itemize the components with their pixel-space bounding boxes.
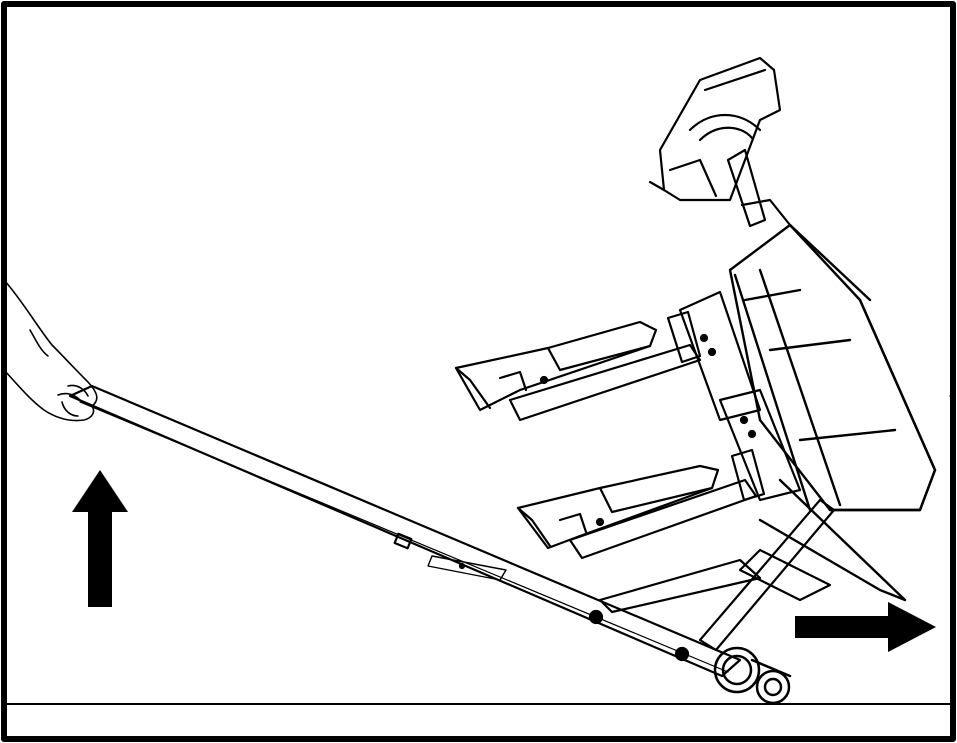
machine-frame — [728, 223, 937, 602]
pedal-lower — [516, 388, 802, 560]
lift-arrow-icon — [72, 470, 128, 607]
edge-mark — [949, 391, 955, 397]
move-arrow-icon — [795, 602, 936, 652]
console — [648, 56, 782, 202]
bolt — [588, 609, 604, 625]
console-stem — [726, 148, 792, 228]
hand — [3, 279, 98, 422]
bolt — [674, 646, 690, 662]
pedal-upper — [454, 290, 762, 422]
handlebar — [68, 384, 742, 678]
transport-wheels — [713, 646, 792, 705]
